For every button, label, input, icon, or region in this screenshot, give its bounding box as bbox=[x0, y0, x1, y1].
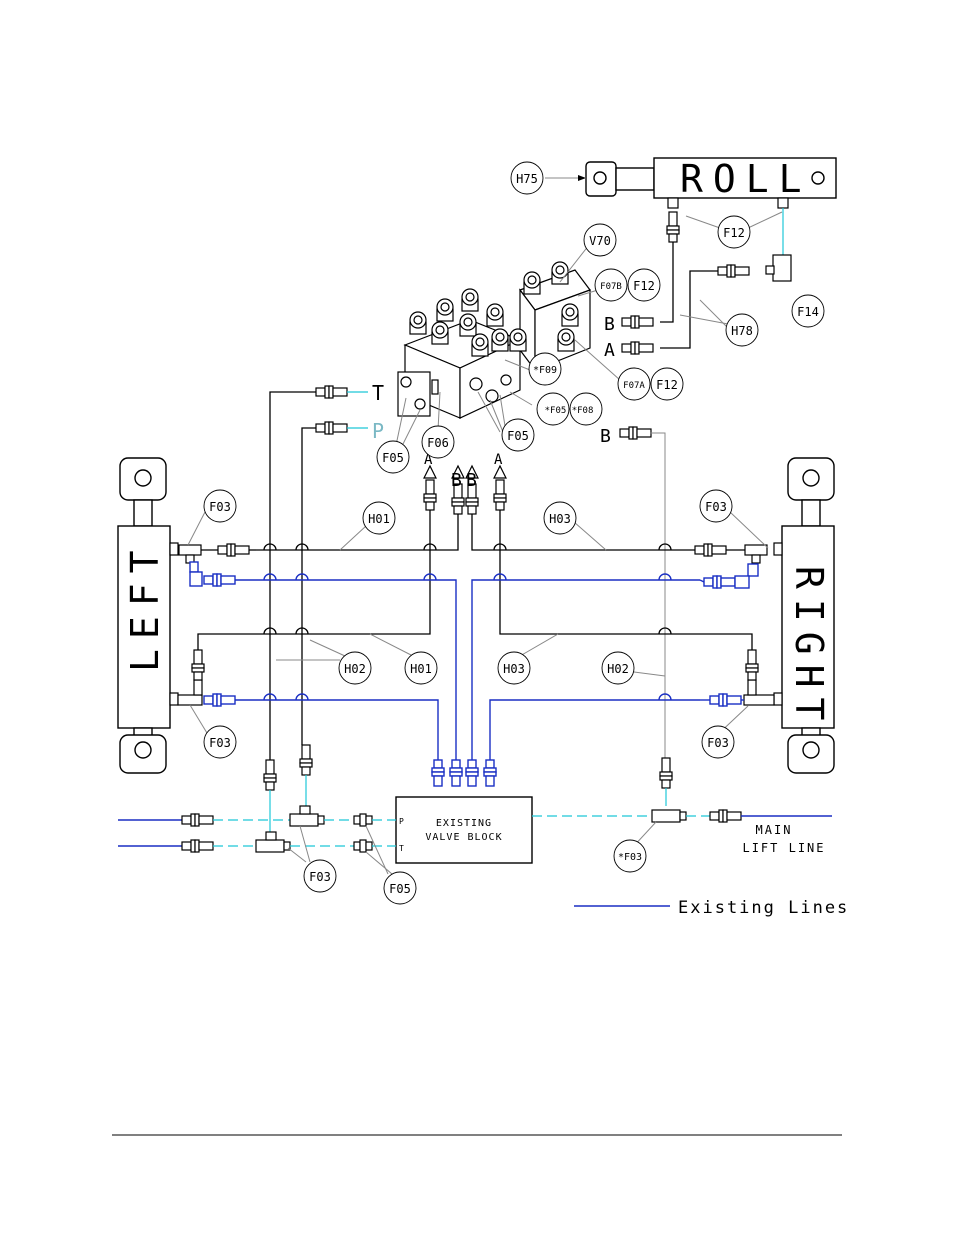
callout-f05-f08: *F05 *F08 bbox=[537, 393, 602, 425]
svg-text:F05: F05 bbox=[507, 429, 529, 443]
callout-h78: H78 bbox=[726, 314, 758, 346]
roll-label: ROLL bbox=[680, 157, 812, 201]
valve-block-text-2: VALVE BLOCK bbox=[425, 832, 502, 843]
callout-f03-lower-right: F03 bbox=[702, 726, 734, 758]
svg-text:V70: V70 bbox=[589, 234, 611, 248]
callout-v70: V70 bbox=[584, 224, 616, 256]
svg-text:F03: F03 bbox=[705, 500, 727, 514]
svg-text:H01: H01 bbox=[410, 662, 432, 676]
abba-fittings bbox=[424, 466, 506, 514]
callout-f05-bottom: F05 bbox=[384, 872, 416, 904]
callout-f03-lower-left: F03 bbox=[204, 726, 236, 758]
roll-valve bbox=[520, 262, 590, 370]
callout-f07a: F07A bbox=[618, 368, 650, 400]
callout-f14: F14 bbox=[792, 295, 824, 327]
port-t-label: T bbox=[372, 381, 384, 405]
svg-text:H75: H75 bbox=[516, 172, 538, 186]
callout-h75: H75 bbox=[511, 162, 543, 194]
svg-text:H03: H03 bbox=[549, 512, 571, 526]
left-label: LEFT bbox=[123, 540, 167, 672]
callout-f09: *F09 bbox=[529, 353, 561, 385]
svg-text:F07B: F07B bbox=[600, 282, 622, 292]
port-b1-label: B bbox=[451, 470, 462, 491]
callout-h02-right: H02 bbox=[602, 652, 634, 684]
callout-f03-bottom: F03 bbox=[304, 860, 336, 892]
svg-text:F03: F03 bbox=[209, 736, 231, 750]
svg-text:*F09: *F09 bbox=[533, 365, 557, 376]
svg-text:H78: H78 bbox=[731, 324, 753, 338]
roll-port-b-label: B bbox=[604, 314, 615, 335]
callout-f12-mid: F12 bbox=[628, 269, 660, 301]
callout-f06: F06 bbox=[422, 426, 454, 458]
svg-text:H03: H03 bbox=[503, 662, 525, 676]
port-a2-label: A bbox=[494, 452, 503, 468]
svg-text:F07A: F07A bbox=[623, 381, 645, 391]
svg-text:F14: F14 bbox=[797, 305, 819, 319]
callout-f03-upper-right: F03 bbox=[700, 490, 732, 522]
right-label: RIGHT bbox=[787, 566, 831, 730]
valve-block-text-1: EXISTING bbox=[436, 818, 492, 829]
svg-text:F12: F12 bbox=[656, 378, 678, 392]
port-b2-label: B bbox=[466, 470, 477, 491]
svg-text:F05: F05 bbox=[382, 451, 404, 465]
svg-text:F12: F12 bbox=[633, 279, 655, 293]
callout-h01-bottom: H01 bbox=[405, 652, 437, 684]
roll-port-a-label: A bbox=[604, 340, 615, 361]
callout-h03-top: H03 bbox=[544, 502, 576, 534]
svg-text:F06: F06 bbox=[427, 436, 449, 450]
svg-text:F05: F05 bbox=[389, 882, 411, 896]
callout-f05-left: F05 bbox=[377, 441, 409, 473]
existing-valve-block: EXISTING VALVE BLOCK P T bbox=[396, 797, 532, 863]
callout-f03-star: *F03 bbox=[614, 840, 646, 872]
callout-h03-bottom: H03 bbox=[498, 652, 530, 684]
svg-text:F03: F03 bbox=[707, 736, 729, 750]
svg-text:H02: H02 bbox=[344, 662, 366, 676]
callout-f03-upper-left: F03 bbox=[204, 490, 236, 522]
left-cylinder: LEFT bbox=[118, 458, 170, 773]
svg-text:F03: F03 bbox=[309, 870, 331, 884]
callout-f12-low: F12 bbox=[651, 368, 683, 400]
right-port-b-label: B bbox=[600, 426, 611, 447]
valve-block-port-p: P bbox=[399, 817, 404, 826]
svg-text:H02: H02 bbox=[607, 662, 629, 676]
svg-text:F03: F03 bbox=[209, 500, 231, 514]
main-lift-label-1: MAIN bbox=[756, 823, 793, 837]
callout-h01-top: H01 bbox=[363, 502, 395, 534]
legend-label: Existing Lines bbox=[678, 898, 849, 918]
valve-block-port-t: T bbox=[399, 844, 404, 853]
callout-f05-valve: F05 bbox=[502, 419, 534, 451]
svg-text:*F03: *F03 bbox=[618, 852, 642, 863]
callout-h02-left: H02 bbox=[339, 652, 371, 684]
right-cylinder: RIGHT bbox=[782, 458, 834, 773]
callout-f12-top: F12 bbox=[718, 216, 750, 248]
port-p-label: P bbox=[372, 419, 384, 443]
main-lift-label-2: LIFT LINE bbox=[742, 841, 825, 855]
roll-cylinder: ROLL bbox=[586, 157, 836, 201]
svg-text:H01: H01 bbox=[368, 512, 390, 526]
svg-text:*F05 *F08: *F05 *F08 bbox=[545, 406, 594, 416]
callout-f07b: F07B bbox=[595, 269, 627, 301]
svg-text:F12: F12 bbox=[723, 226, 745, 240]
lift-valve-manifold bbox=[398, 289, 526, 418]
legend: Existing Lines bbox=[574, 898, 849, 918]
